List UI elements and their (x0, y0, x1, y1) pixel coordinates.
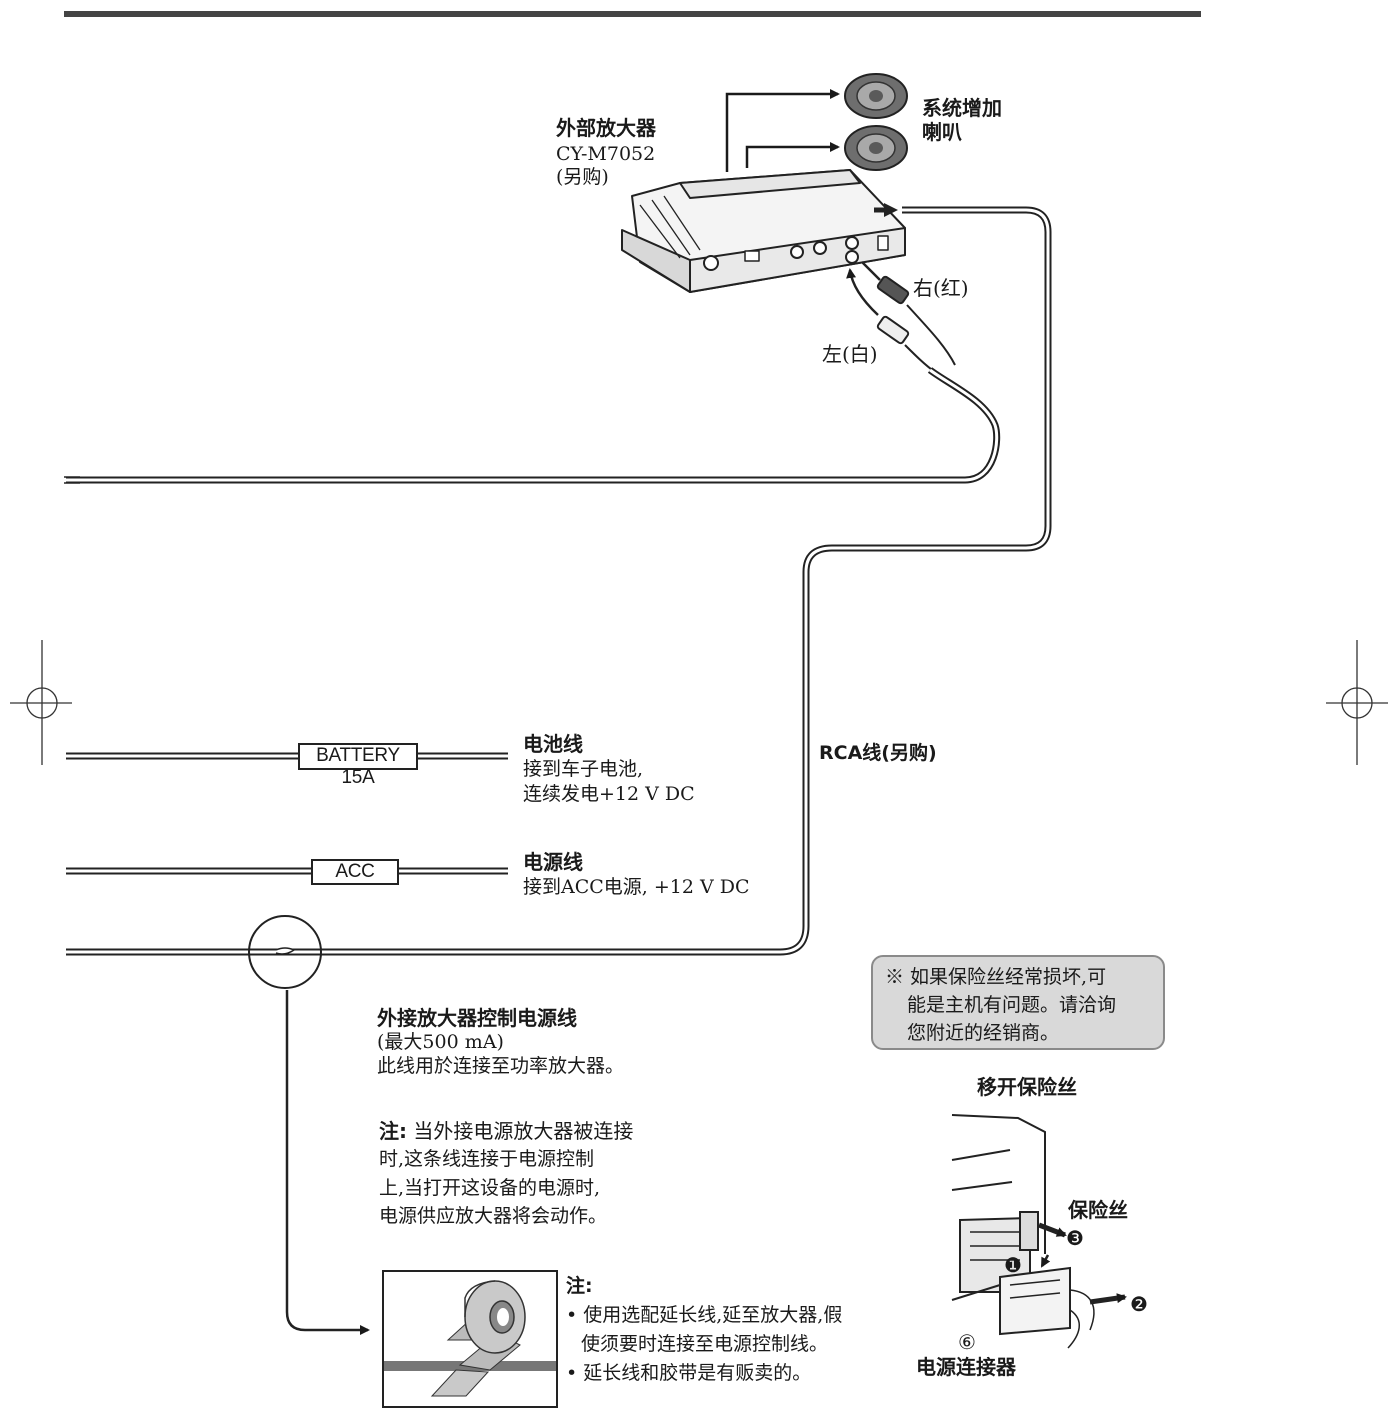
speaker-label-line1: 系统增加 (922, 96, 1002, 120)
battery-fuse-box (298, 743, 418, 770)
fuse-label: 保险丝 (1068, 1198, 1128, 1222)
registration-mark-left (10, 640, 72, 765)
note1-label: 注: (379, 1119, 407, 1143)
battery-fuse-label: BATTERY 15A (316, 745, 400, 788)
fuse-warning-box: ※ 如果保险丝经常损坏,可 能是主机有问题。请洽询 您附近的经销商。 (871, 955, 1165, 1050)
battery-title: 电池线 (523, 732, 583, 756)
rca-plug-right (861, 261, 956, 366)
battery-wire (66, 743, 508, 770)
step2-marker: ❷ (1130, 1292, 1148, 1316)
power-connector-number: ⑥ (958, 1330, 976, 1354)
rca-left-label: 左(白) (822, 342, 878, 366)
amp-control-line1: (最大500 mA) (377, 1031, 504, 1053)
amp-control-title: 外接放大器控制电源线 (377, 1006, 577, 1030)
control-wire-arrow (884, 203, 898, 217)
tape-illustration (382, 1270, 558, 1408)
fuse-warning-line2: 能是主机有问题。请洽询 (907, 994, 1117, 1016)
amplifier-model: CY-M7052 (556, 143, 656, 165)
amplifier-title: 外部放大器 (556, 116, 656, 140)
speaker-icon-lower (844, 125, 908, 171)
tape-note-label: 注: (566, 1275, 593, 1297)
acc-fuse-label: ACC (335, 861, 375, 882)
acc-wire (66, 859, 508, 885)
step2-arrow (1089, 1293, 1127, 1305)
rca-plug-left (876, 315, 936, 373)
amp-control-wire (66, 206, 1052, 956)
rca-cable-label: RCA线(另购) (819, 742, 937, 764)
tape-note-bullet1-line1: • 使用选配延长线,延至放大器,假 (566, 1304, 843, 1326)
splice-pointer-line (285, 990, 370, 1335)
battery-line1: 接到车子电池, (523, 758, 644, 780)
amplifier-device-icon (621, 169, 906, 293)
speaker-icon-upper (844, 73, 908, 119)
acc-line1: 接到ACC电源, +12 V DC (523, 876, 750, 898)
header-bar (64, 11, 1201, 17)
power-connector-label: 电源连接器 (916, 1355, 1016, 1379)
note1-text: 注: 当外接电源放大器被连接 (379, 1119, 633, 1144)
speaker-wires (725, 89, 840, 172)
step1-marker: ❶ (1004, 1253, 1022, 1277)
note1-line1: 当外接电源放大器被连接 (413, 1119, 634, 1143)
step3-marker: ❸ (1066, 1226, 1084, 1250)
fuse-removal-illustration (951, 1114, 1095, 1349)
step3-arrow (1038, 1222, 1067, 1238)
note1-line3: 上,当打开这设备的电源时, (379, 1177, 601, 1199)
step1-arrow (1040, 1254, 1051, 1268)
remove-fuse-title: 移开保险丝 (977, 1075, 1077, 1099)
tape-note-bullet2: • 延长线和胶带是有贩卖的。 (566, 1362, 812, 1384)
amp-control-line2: 此线用於连接至功率放大器。 (377, 1055, 625, 1077)
note1-line2: 时,这条线连接于电源控制 (379, 1148, 595, 1170)
amplifier-purchase-note: (另购) (556, 166, 609, 188)
splice-circle (248, 915, 322, 989)
fuse-warning-line3: 您附近的经销商。 (907, 1022, 1060, 1044)
tape-note-bullet1-line2: 使须要时连接至电源控制线。 (581, 1333, 829, 1355)
rca-insert-arrow (846, 268, 879, 316)
tape-notes: 注: • 使用选配延长线,延至放大器,假 使须要时连接至电源控制线。 • 延长线… (566, 1272, 842, 1388)
fuse-warning-line1: ※ 如果保险丝经常损坏,可 (885, 966, 1107, 988)
speaker-label-line2: 喇叭 (922, 120, 962, 144)
battery-line2: 连续发电+12 V DC (523, 783, 695, 805)
note1-line4: 电源供应放大器将会动作。 (379, 1205, 608, 1227)
rca-cable-to-head-unit (66, 367, 1001, 484)
rca-right-label: 右(红) (913, 276, 969, 300)
acc-title: 电源线 (523, 850, 583, 874)
registration-mark-right (1326, 640, 1388, 765)
acc-fuse-box (311, 859, 399, 885)
